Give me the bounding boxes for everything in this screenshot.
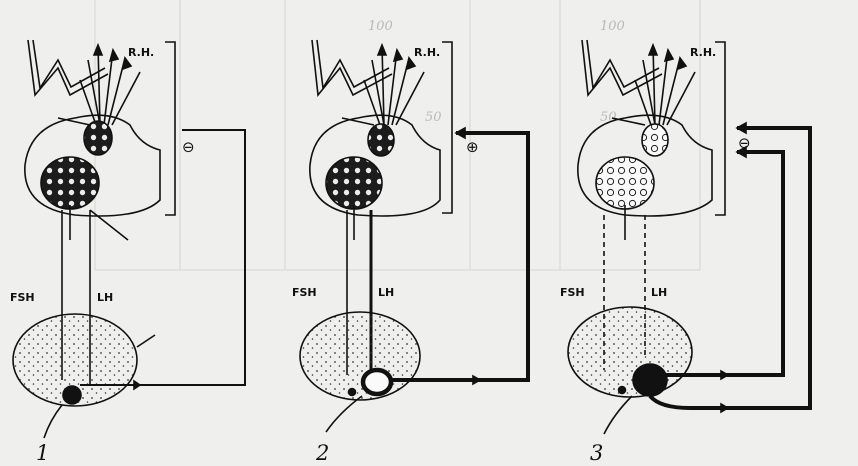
- background-show-through: 100 100 50 50: [94, 0, 701, 271]
- posterior-lobe: [83, 120, 113, 156]
- lh-label: LH: [651, 286, 667, 299]
- bracket: [715, 41, 726, 216]
- pituitary-outline: [24, 114, 161, 217]
- bracket: [165, 41, 176, 216]
- ghost-text-3: 50: [425, 110, 442, 125]
- rh-label: R.H.: [690, 46, 716, 59]
- neurosecretory-neurons: [634, 42, 696, 126]
- lh-label: LH: [378, 286, 394, 299]
- anterior-lobe: [40, 156, 100, 210]
- feedback-loop-outer: [648, 126, 812, 410]
- feedback-sign: ⊖: [182, 138, 195, 156]
- ghost-text-2: 100: [600, 19, 625, 34]
- panel-1: R.H. FSH LH ⊖ 1: [10, 39, 246, 465]
- bracket: [442, 41, 453, 214]
- neurosecretory-neurons: [79, 42, 141, 126]
- feedback-loop: [80, 129, 246, 386]
- posterior-lobe: [641, 123, 669, 157]
- feedback-sign: ⊖: [738, 134, 751, 152]
- neurosecretory-neurons: [363, 42, 425, 126]
- panel-3: R.H. FSH LH ⊖ 3: [560, 39, 812, 465]
- ghost-text-1: 100: [368, 19, 393, 34]
- panel-number: 2: [315, 441, 329, 465]
- corpus-luteum: [632, 363, 668, 397]
- rh-label: R.H.: [414, 46, 440, 59]
- rh-label: R.H.: [128, 46, 154, 59]
- ovary: [12, 313, 138, 407]
- panel-2: R.H. FSH LH ⊕ 2: [292, 39, 530, 465]
- fsh-label: FSH: [560, 286, 585, 299]
- small-follicle: [617, 385, 627, 395]
- fsh-label: FSH: [292, 286, 317, 299]
- fsh-label: FSH: [10, 291, 35, 304]
- panel-number: 1: [36, 441, 49, 465]
- ovary: [567, 306, 693, 398]
- feedback-sign: ⊕: [466, 138, 479, 156]
- follicle: [62, 385, 82, 405]
- panel-number: 3: [590, 441, 603, 465]
- pituitary-outline: [309, 114, 441, 217]
- anterior-lobe: [325, 156, 383, 210]
- posterior-lobe: [367, 123, 395, 157]
- feedback-loop: [390, 131, 530, 382]
- small-follicle: [347, 387, 357, 397]
- ovulating-follicle: [360, 367, 394, 397]
- lh-label: LH: [97, 291, 113, 304]
- hypothalamus-outline: [581, 39, 663, 97]
- pituitary-outline: [577, 114, 713, 217]
- ovary: [299, 311, 421, 401]
- anterior-lobe: [595, 156, 655, 210]
